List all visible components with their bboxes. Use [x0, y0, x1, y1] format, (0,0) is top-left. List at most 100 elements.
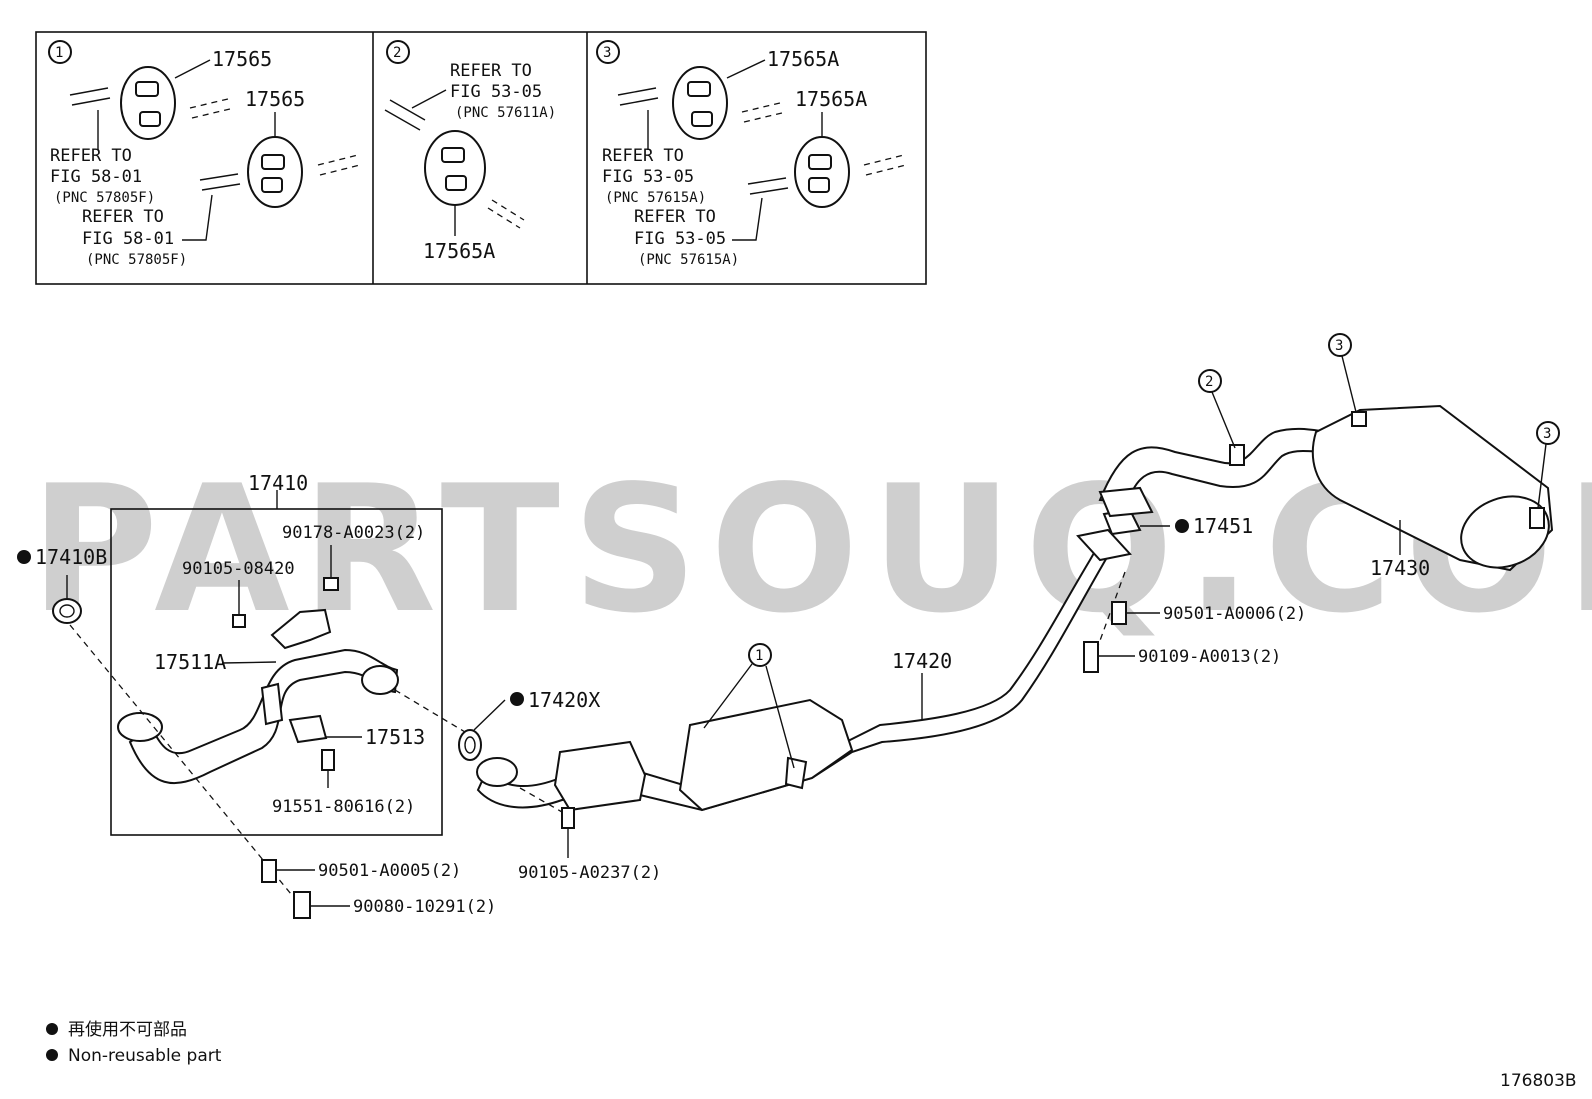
rubber-hanger-icon[interactable]: [794, 136, 850, 208]
hanger-hole-icon: [261, 177, 283, 193]
part-number-90080[interactable]: 90080-10291(2): [353, 897, 496, 917]
inset-marker-3[interactable]: [596, 40, 620, 64]
gasket-icon[interactable]: [458, 729, 482, 761]
callout-marker-3[interactable]: [1536, 421, 1560, 445]
refer-to-text: REFER TO: [82, 207, 164, 227]
callout-marker-1[interactable]: [748, 643, 772, 667]
catalytic-converter-front[interactable]: [553, 740, 647, 812]
refer-pnc-text: (PNC 57805F): [54, 190, 155, 206]
inset-frame: [35, 31, 927, 285]
rubber-hanger-icon[interactable]: [424, 130, 486, 206]
hanger-hole-icon: [441, 147, 465, 163]
part-number-91551[interactable]: 91551-80616(2): [272, 797, 415, 817]
rubber-hanger-icon[interactable]: [672, 66, 728, 140]
leader-line: [732, 197, 763, 241]
refer-pnc-text: (PNC 57611A): [455, 105, 556, 121]
hanger-rod-dashed-icon: [317, 154, 361, 176]
part-number-90105-08420[interactable]: 90105-08420: [182, 559, 295, 579]
pipe-bracket-icon: [1351, 411, 1367, 427]
callout-marker-1-text: 1: [755, 648, 763, 664]
hanger-hole-icon: [691, 111, 713, 127]
part-number-90501-a0005[interactable]: 90501-A0005(2): [318, 861, 461, 881]
front-exhaust-pipe[interactable]: [128, 648, 399, 785]
leader-line: [1537, 443, 1547, 509]
legend-text-jp: 再使用不可部品: [68, 1019, 187, 1040]
refer-fig-text[interactable]: FIG 58-01: [50, 167, 142, 187]
non-reusable-dot-icon: [17, 550, 31, 564]
non-reusable-dot-icon: [46, 1049, 58, 1061]
part-number-90501-a0006[interactable]: 90501-A0006(2): [1163, 604, 1306, 624]
part-number-17511a[interactable]: 17511A: [154, 650, 226, 674]
non-reusable-dot-icon: [1175, 519, 1189, 533]
pipe-bracket-icon: [260, 682, 284, 726]
part-number-90105-a0237[interactable]: 90105-A0237(2): [518, 863, 661, 883]
flange-icon: [476, 757, 518, 787]
leader-line: [182, 194, 213, 241]
hanger-hole-icon: [808, 177, 830, 193]
pipe-support-bracket[interactable]: [288, 714, 328, 744]
part-number-17410[interactable]: 17410: [248, 471, 308, 495]
part-number-17420x[interactable]: 17420X: [528, 688, 600, 712]
hanger-hole-icon: [808, 154, 832, 170]
heat-insulator[interactable]: [270, 608, 332, 650]
flange-icon: [1076, 528, 1132, 562]
bolt-icon[interactable]: [561, 807, 575, 829]
refer-fig-text[interactable]: FIG 53-05: [602, 167, 694, 187]
assembly-dashed-line: [69, 624, 301, 906]
refer-fig-text[interactable]: FIG 53-05: [450, 82, 542, 102]
rubber-hanger-icon[interactable]: [247, 136, 303, 208]
muffler-outlet-icon: [1460, 495, 1550, 569]
part-number-17565a[interactable]: 17565A: [767, 47, 839, 71]
hanger-rod-icon: [69, 87, 111, 106]
inset-marker-1[interactable]: [48, 40, 72, 64]
part-number-90178[interactable]: 90178-A0023(2): [282, 523, 425, 543]
part-number-17565a[interactable]: 17565A: [423, 239, 495, 263]
inset-panel-3: 3 17565A 17565A REFER TO FIG 53-05 (PNC …: [596, 40, 907, 268]
part-number-17565[interactable]: 17565: [212, 47, 272, 71]
callout-marker-3[interactable]: [1328, 333, 1352, 357]
bolt-icon[interactable]: [232, 614, 246, 628]
hanger-hole-icon: [135, 81, 159, 97]
callout-marker-2[interactable]: [1198, 369, 1222, 393]
part-number-17565a[interactable]: 17565A: [795, 87, 867, 111]
inset-marker-3-text: 3: [603, 45, 611, 61]
pipe-bracket-icon: [1529, 507, 1545, 529]
refer-pnc-text: (PNC 57805F): [86, 252, 187, 268]
bolt-icon[interactable]: [293, 891, 311, 919]
hanger-rod-icon: [617, 87, 659, 106]
part-number-17410b[interactable]: 17410B: [35, 545, 107, 569]
spring-icon[interactable]: [1111, 601, 1127, 625]
hanger-rod-icon: [384, 99, 426, 131]
gasket-icon[interactable]: [52, 598, 82, 624]
flange-icon: [1098, 486, 1154, 518]
part-number-17513[interactable]: 17513: [365, 725, 425, 749]
inset-panel-2: 2 REFER TO FIG 53-05 (PNC 57611A) 17565A: [384, 40, 556, 263]
inset-marker-2[interactable]: [386, 40, 410, 64]
leader-line: [1211, 391, 1236, 449]
part-number-17565[interactable]: 17565: [245, 87, 305, 111]
spring-icon[interactable]: [261, 859, 277, 883]
assembly-dashed-line: [519, 787, 563, 813]
hanger-rod-dashed-icon: [863, 154, 907, 176]
bolt-icon[interactable]: [1083, 641, 1099, 673]
flange-icon: [361, 665, 399, 695]
part-number-90109[interactable]: 90109-A0013(2): [1138, 647, 1281, 667]
hanger-hole-icon: [687, 81, 711, 97]
hanger-rod-dashed-icon: [189, 97, 235, 119]
inset-panel-1: 1 17565 17565 REFER TO FIG 58-01 (PNC 57…: [48, 40, 361, 268]
inset-panels: 1 17565 17565 REFER TO FIG 58-01 (PNC 57…: [35, 31, 927, 285]
assembly-dashed-line: [394, 689, 466, 733]
bolt-icon[interactable]: [321, 749, 335, 771]
refer-fig-text[interactable]: FIG 58-01: [82, 229, 174, 249]
rubber-hanger-icon[interactable]: [120, 66, 176, 140]
part-number-17430[interactable]: 17430: [1370, 556, 1430, 580]
nut-icon[interactable]: [323, 577, 339, 591]
catalytic-converter-body[interactable]: [678, 698, 854, 812]
part-number-17451[interactable]: 17451: [1193, 514, 1253, 538]
gasket-hole-icon: [59, 604, 75, 618]
inset-marker-2-text: 2: [393, 45, 401, 61]
part-number-17420[interactable]: 17420: [892, 649, 952, 673]
hanger-hole-icon: [445, 175, 467, 191]
refer-fig-text[interactable]: FIG 53-05: [634, 229, 726, 249]
